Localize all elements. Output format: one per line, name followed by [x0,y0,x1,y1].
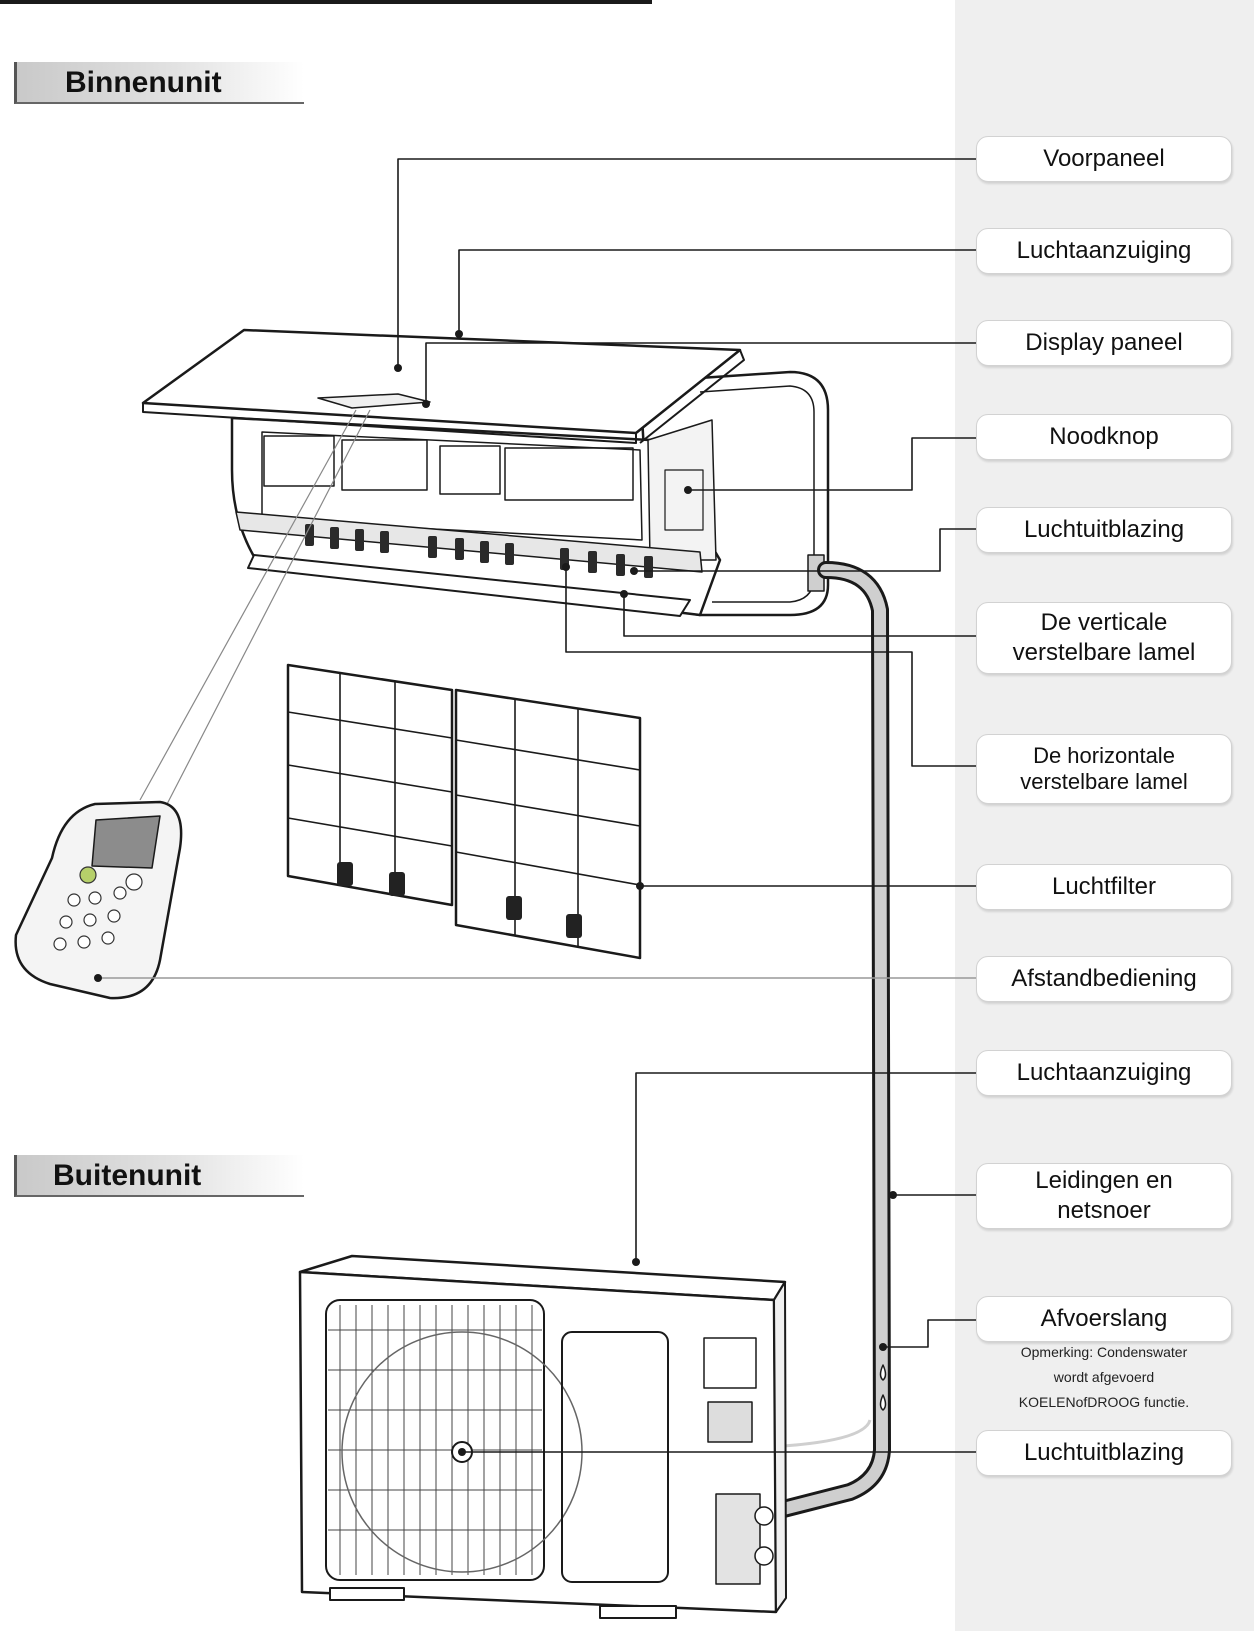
leader-luchtaanzuiging-outdoor [635,1072,976,1262]
label-luchtfilter: Luchtfilter [976,864,1232,910]
section-header-outdoor: Buitenunit [14,1155,304,1197]
label-voorpaneel: Voorpaneel [976,136,1232,182]
label-luchtaanzuiging-outdoor: Luchtaanzuiging [976,1050,1232,1096]
label-text: Luchtaanzuiging [1016,237,1192,264]
section-title-indoor: Binnenunit [65,66,222,99]
label-text: Luchtuitblazing [1023,1439,1185,1466]
label-afvoerslang: Afvoerslang [976,1296,1232,1342]
label-text: Afvoerslang [1040,1305,1168,1332]
label-text-line-1: Leidingen en [1035,1167,1173,1194]
top-rule [0,0,652,4]
label-leidingen: Leidingen en netsnoer [976,1163,1232,1229]
label-text-line-1: De horizontale [1033,743,1175,768]
label-noodknop: Noodknop [976,414,1232,460]
note-line-1: Opmerking: Condenswater [1020,1344,1188,1360]
label-afstandbediening: Afstandbediening [976,956,1232,1002]
label-text: Noodknop [1049,423,1159,450]
indoor-unit-illustration [141,328,830,617]
label-text-line-2: verstelbare lamel [1012,639,1196,666]
leader-afvoerslang [883,1319,976,1348]
leader-horizontale-lamel [565,567,976,767]
label-text-line-1: De verticale [1040,609,1168,636]
label-text: Luchtfilter [1051,873,1157,900]
leader-luchtuitblazing-indoor [634,528,976,572]
label-text-line-2: netsnoer [1057,1197,1151,1224]
leader-voorpaneel [397,158,976,368]
leader-noodknop [688,437,976,491]
leader-display-paneel [425,342,976,404]
leader-lines [98,158,976,1453]
label-text-line-2: verstelbare lamel [1020,769,1188,794]
leader-verticale-lamel [623,594,976,637]
label-text: Afstandbediening [1011,965,1197,992]
section-title-outdoor: Buitenunit [53,1159,202,1192]
label-luchtuitblazing-outdoor: Luchtuitblazing [976,1430,1232,1476]
leader-luchtaanzuiging-indoor [458,249,976,334]
label-horizontale-lamel: De horizontale verstelbare lamel [976,734,1232,804]
label-luchtaanzuiging-indoor: Luchtaanzuiging [976,228,1232,274]
outdoor-unit-illustration [298,1254,787,1619]
note-line-2: wordt afgevoerd [1053,1369,1155,1385]
label-luchtuitblazing-indoor: Luchtuitblazing [976,507,1232,553]
section-header-indoor: Binnenunit [14,62,304,104]
label-text: Luchtaanzuiging [1016,1059,1192,1086]
label-verticale-lamel: De verticale verstelbare lamel [976,602,1232,674]
note-line-3: KOELENofDROOG functie. [1018,1394,1190,1410]
leader-dots [94,330,897,1456]
remote-control-illustration [14,409,371,1000]
air-filter-illustration [286,663,642,960]
label-display-paneel: Display paneel [976,320,1232,366]
label-text: Luchtuitblazing [1023,516,1185,543]
label-text: Display paneel [1025,329,1183,356]
condensate-note: Opmerking: Condenswater wordt afgevoerd … [992,1340,1216,1415]
label-text: Voorpaneel [1043,145,1165,172]
